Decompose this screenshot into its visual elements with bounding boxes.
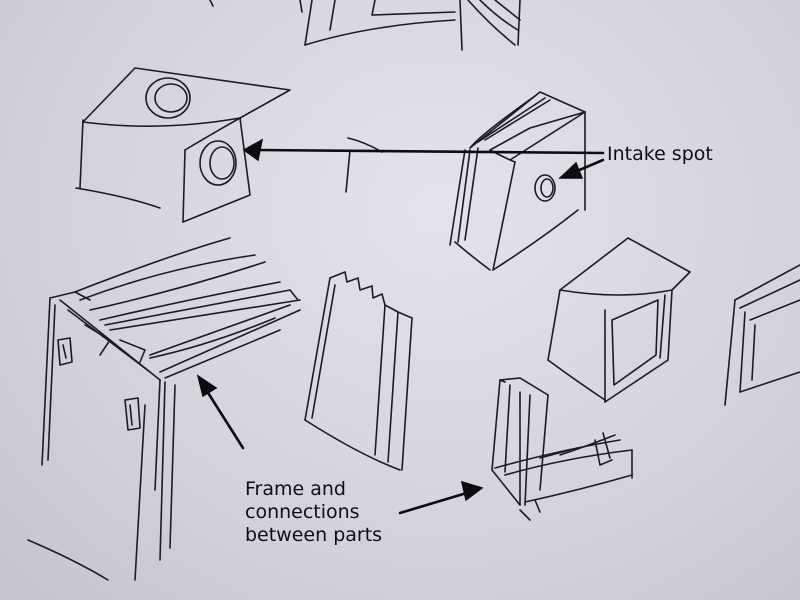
small-cabinet-sketch (547, 237, 691, 403)
right-partial-sketch (724, 264, 800, 406)
tall-cabinet-sketch (27, 237, 301, 581)
intake-spot-label: Intake spot (607, 143, 713, 165)
cube-sketch (75, 67, 291, 223)
frame-connections-label: Frame and connections between parts (245, 478, 383, 546)
mid-marks (345, 137, 383, 193)
panel-box-sketch (449, 91, 586, 271)
top-partial-sketch (209, 0, 521, 51)
annotation-arrows (196, 138, 605, 515)
board-sketch (304, 271, 413, 471)
frame-base-sketch (491, 377, 633, 521)
